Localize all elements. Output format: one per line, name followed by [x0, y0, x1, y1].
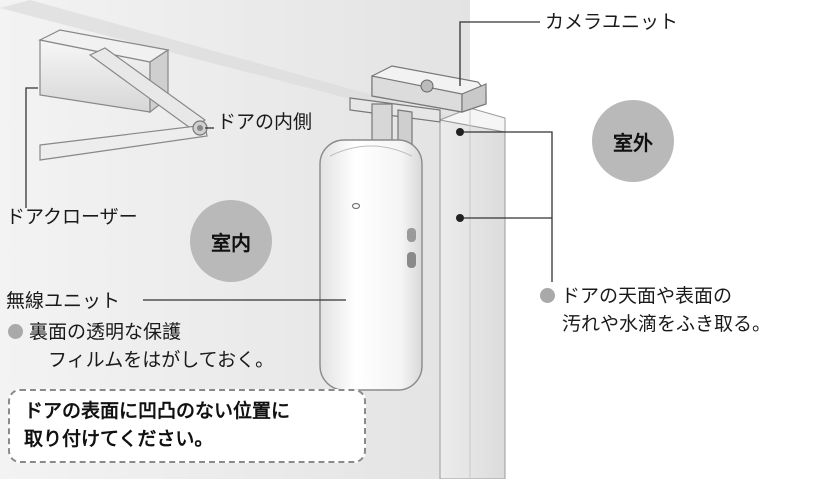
pointer-dot-top — [456, 128, 464, 136]
bullet-dot — [540, 288, 555, 303]
label-door-closer: ドアクローザー — [6, 206, 138, 228]
door-closer-drawing — [38, 29, 208, 161]
badge-indoor: 室内 — [190, 200, 272, 282]
notice-line1: ドアの表面に凹凸のない位置に — [24, 400, 291, 422]
instruction-film-line1: 裏面の透明な保護 — [29, 321, 182, 343]
instruction-wipe: ドアの天面や表面の 汚れや水滴をふき取る。 — [540, 284, 771, 336]
notice-line2: 取り付けてください。 — [24, 428, 214, 450]
pointer-dot-face — [456, 214, 464, 222]
label-wireless-unit: 無線ユニット — [6, 290, 121, 312]
label-door-inner: ドアの内側 — [217, 111, 313, 133]
badge-outdoor: 室外 — [592, 100, 674, 182]
wireless-unit-drawing — [319, 139, 423, 391]
door-edge-face — [439, 119, 506, 479]
instruction-wipe-line1: ドアの天面や表面の — [561, 285, 733, 307]
label-camera-unit: カメラユニット — [545, 11, 679, 33]
notice-box: ドアの表面に凹凸のない位置に 取り付けてください。 — [8, 389, 366, 463]
bullet-dot — [8, 324, 23, 339]
badge-indoor-text: 室内 — [211, 230, 251, 255]
badge-outdoor-text: 室外 — [613, 130, 653, 155]
leader-lines — [25, 21, 553, 301]
instruction-wipe-line2: 汚れや水滴をふき取る。 — [562, 313, 772, 335]
door-top-edge — [0, 0, 470, 130]
instruction-film: 裏面の透明な保護 フィルムをはがしておく。 — [8, 320, 274, 372]
instruction-film-line2: フィルムをはがしておく。 — [48, 349, 275, 371]
